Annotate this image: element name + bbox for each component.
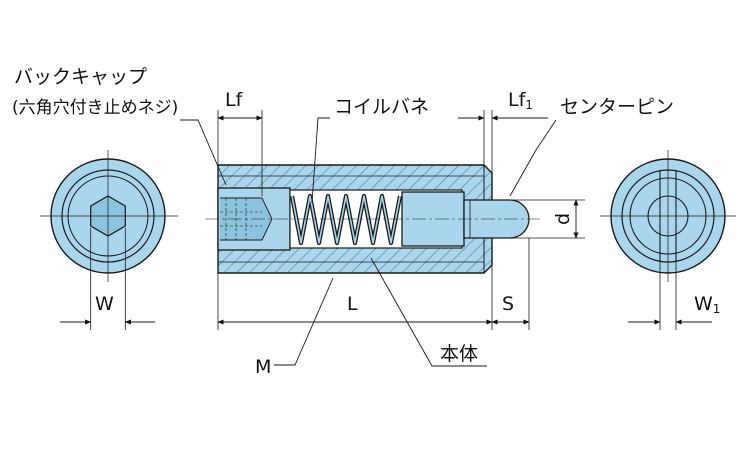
- left-end-view: W: [40, 150, 178, 330]
- coil-spring-highlight: [291, 195, 401, 244]
- center-pin-label: センターピン: [560, 96, 674, 118]
- dim-s-label: S: [502, 293, 514, 315]
- dim-w1-label: W1: [694, 293, 720, 316]
- center-pin-leader: [509, 119, 557, 197]
- right-end-view: W1: [600, 150, 736, 330]
- coil-spring-label: コイルバネ: [334, 96, 429, 118]
- back-cap-note: (六角穴付き止めネジ): [12, 98, 178, 118]
- dim-w-label: W: [95, 293, 114, 315]
- back-cap-label: バックキャップ: [14, 66, 147, 88]
- m-leader: [274, 277, 334, 366]
- back-cap-leader: [180, 119, 227, 186]
- coil-spring-leader: [311, 117, 330, 204]
- dim-lf-label: Lf: [225, 89, 244, 111]
- section-view: Lf Lf1 d L S: [180, 89, 585, 367]
- dim-m-label: M: [255, 356, 271, 378]
- dim-d-label: d: [552, 213, 574, 225]
- body-label: 本体: [440, 343, 478, 365]
- center-pin-tip: [463, 199, 530, 239]
- dim-lf1-label: Lf1: [508, 89, 533, 112]
- dim-l-label: L: [347, 293, 358, 315]
- body-leader: [370, 257, 487, 367]
